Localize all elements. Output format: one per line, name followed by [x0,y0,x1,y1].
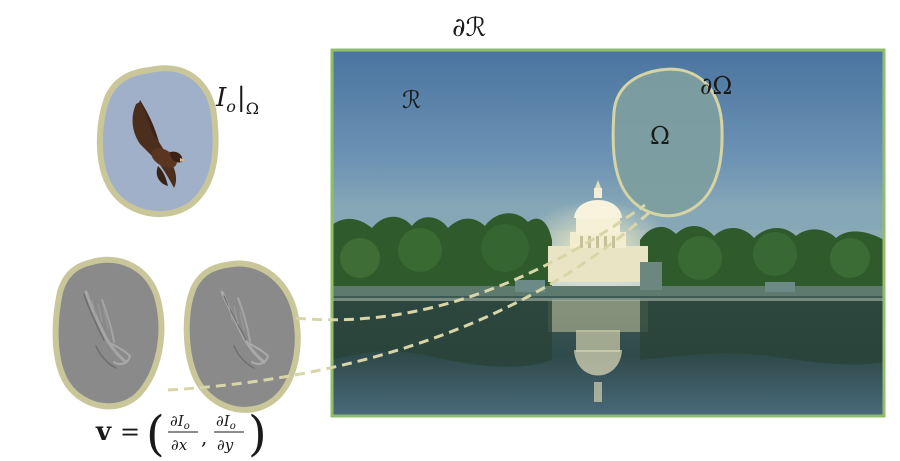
formula-dx-denominator: ∂x [171,436,188,454]
formula-vector: v [95,417,112,447]
label-source-restricted: Io|Ω [215,83,259,118]
label-omega: Ω [650,122,670,150]
gradient-y-blob [180,255,305,420]
source-eagle-blob [90,60,230,230]
formula-open-paren: ( [146,406,165,461]
label-boundary-R: ∂ℛ [452,13,486,43]
formula-dx-numerator: ∂Io [170,412,190,432]
formula-comma: , [201,425,207,449]
formula-equals: = [120,418,140,446]
guidance-field-formula: v = ( ∂Io ∂x , ∂Io ∂y ) [95,406,267,461]
label-boundary-omega: ∂Ω [700,72,732,100]
formula-dy-numerator: ∂Io [216,412,236,432]
formula-dy-denominator: ∂y [217,436,234,454]
gradient-x-blob [50,250,170,420]
label-region-R: ℛ [402,86,421,114]
formula-close-paren: ) [248,406,267,461]
